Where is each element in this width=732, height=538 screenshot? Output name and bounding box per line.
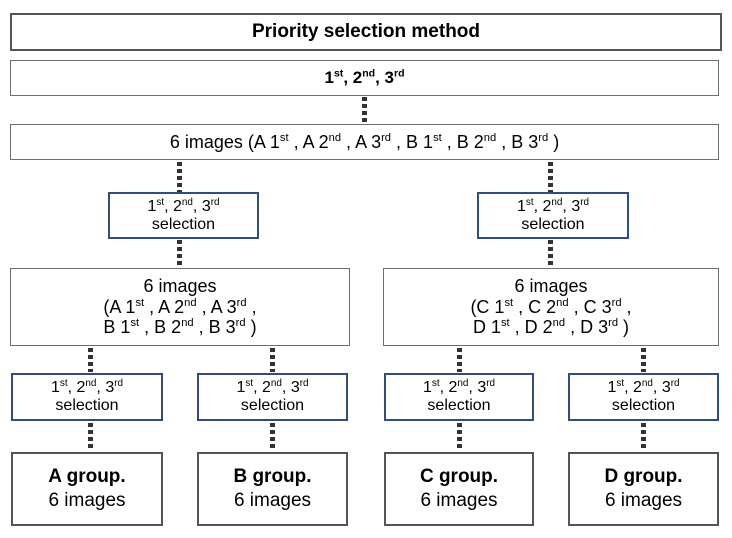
ranked-image-label: B 2nd , [456, 131, 512, 152]
selection-ranks: 1st, 2nd, 3rd [147, 196, 220, 215]
selection-word: selection [55, 397, 119, 414]
group-count: 6 images [48, 490, 126, 511]
mid-left-line-a: (A 1st , A 2nd , A 3rd , [103, 297, 256, 318]
ranked-image-label: (A 1st , [103, 296, 159, 317]
connector-dots [88, 423, 93, 451]
ranked-image-label: C 2nd , [528, 296, 584, 317]
ranked-image-label: A 3rd , [355, 131, 407, 152]
connector-dots [548, 162, 553, 192]
selection-word: selection [240, 397, 305, 414]
mid-right-line-d: D 1st , D 2nd , D 3rd ) [473, 317, 629, 338]
diagram-title-box: Priority selection method [10, 13, 722, 51]
selection-word: selection [521, 215, 585, 233]
selection-word: selection [151, 215, 216, 233]
mid-right-title: 6 images [514, 275, 588, 296]
selection-word: selection [611, 397, 676, 414]
selection-ranks: 1st, 2nd, 3rd [236, 378, 309, 397]
all-images-label: 6 images (A 1st , A 2nd , A 3rd , B 1st … [169, 131, 560, 152]
selection-ranks: 1st, 2nd, 3rd [422, 378, 496, 397]
ranked-image-label: D 2nd , [524, 317, 581, 338]
ranked-image-label: A 2nd , [302, 131, 356, 152]
selection-word: selection [427, 397, 491, 414]
connector-dots [548, 240, 553, 268]
group-name: D group. [604, 466, 683, 488]
connector-dots [362, 97, 367, 123]
connector-dots [641, 423, 646, 451]
connector-dots [270, 348, 275, 372]
ranked-image-label: C 3rd , [583, 296, 632, 317]
ranked-image-label: B 1st , [103, 317, 155, 338]
ranked-image-label: (C 1st , [470, 296, 529, 317]
ranked-image-label: D 1st , [472, 317, 525, 338]
connector-dots [88, 348, 93, 372]
group-count: 6 images [420, 490, 498, 511]
mid-left-title: 6 images [143, 275, 217, 296]
group-name: A group. [48, 466, 126, 488]
ranked-image-label: B 1st , [406, 131, 457, 152]
selection-ranks: 1st, 2nd, 3rd [50, 378, 124, 397]
group-box-a: A group. 6 images [11, 452, 163, 526]
connector-dots [457, 348, 462, 372]
selection-ranks: 1st, 2nd, 3rd [516, 196, 590, 215]
ranked-image-label: A 1st , [253, 131, 303, 152]
ranked-image-label: D 3rd ) [580, 317, 630, 338]
group-box-c: C group. 6 images [384, 452, 534, 526]
ranking-box: 1st, 2nd, 3rd [10, 60, 719, 96]
mid-images-box-left: 6 images (A 1st , A 2nd , A 3rd , B 1st … [10, 268, 350, 346]
all-images-box: 6 images (A 1st , A 2nd , A 3rd , B 1st … [10, 124, 719, 160]
group-box-b: B group. 6 images [197, 452, 348, 526]
mid-left-line-b: B 1st , B 2nd , B 3rd ) [103, 317, 256, 338]
group-name: B group. [233, 466, 312, 488]
diagram-title: Priority selection method [251, 21, 481, 43]
ranked-image-label: B 3rd ) [208, 317, 257, 338]
mid-right-line-c: (C 1st , C 2nd , C 3rd , [470, 297, 631, 318]
group-count: 6 images [604, 490, 683, 511]
mid-images-box-right: 6 images (C 1st , C 2nd , C 3rd , D 1st … [383, 268, 719, 346]
group-box-d: D group. 6 images [568, 452, 719, 526]
connector-dots [177, 162, 182, 192]
selection-ranks: 1st, 2nd, 3rd [607, 378, 680, 397]
ranked-image-label: A 2nd , [158, 296, 211, 317]
connector-dots [270, 423, 275, 451]
connector-dots [457, 423, 462, 451]
connector-dots [641, 348, 646, 372]
ranking-label: 1st, 2nd, 3rd [324, 67, 405, 88]
ranked-image-label: B 2nd , [154, 317, 209, 338]
ranked-image-label: B 3rd ) [511, 131, 560, 152]
ranked-image-label: A 3rd , [210, 296, 257, 317]
group-name: C group. [419, 466, 499, 488]
group-count: 6 images [233, 490, 312, 511]
connector-dots [177, 240, 182, 268]
